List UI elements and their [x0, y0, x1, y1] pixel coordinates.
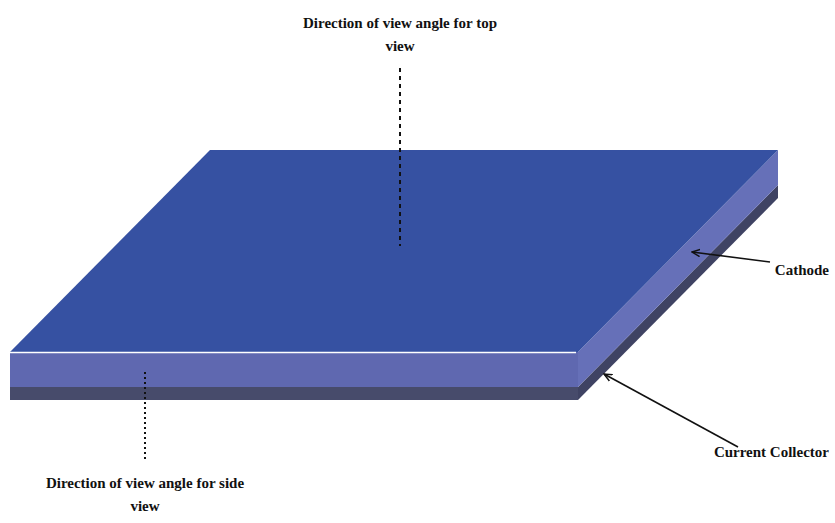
leader-arrow — [604, 374, 738, 447]
cathode-top — [10, 150, 778, 352]
cathode-front — [10, 352, 578, 387]
collector-front — [10, 387, 578, 400]
part-label: Cathode — [775, 259, 829, 282]
leader-arrow — [692, 252, 770, 262]
view-line — [399, 68, 401, 246]
edge-highlight — [10, 352, 576, 354]
view-direction-label: Direction of view angle for top view — [300, 12, 500, 58]
part-label: Current Collector — [714, 441, 829, 464]
view-direction-label: Direction of view angle for side view — [45, 472, 245, 518]
view-line — [144, 372, 146, 462]
